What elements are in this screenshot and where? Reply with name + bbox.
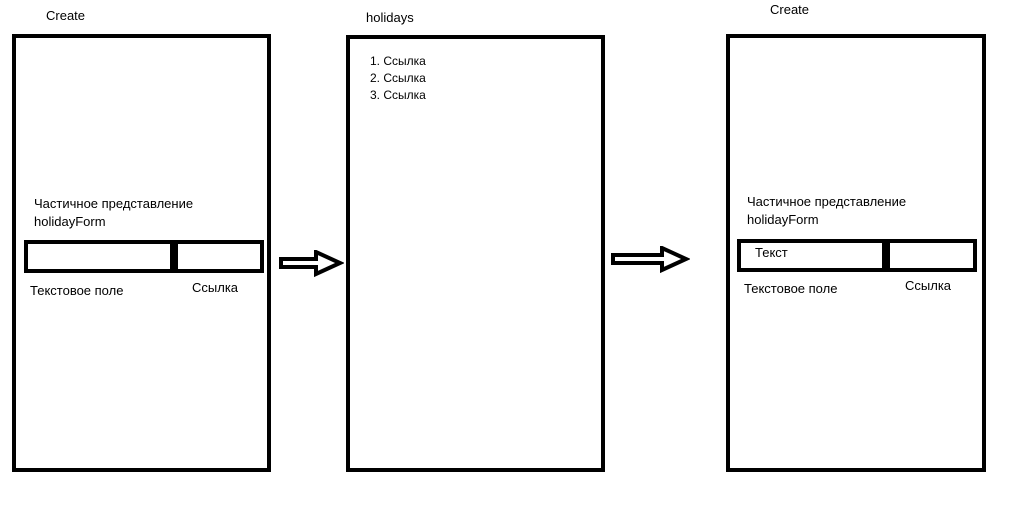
screen1-link-label[interactable]: Ссылка xyxy=(192,280,239,295)
screen1-partial-view-title: Частичное представление xyxy=(34,196,194,211)
screen3-partial-view-title: Частичное представление xyxy=(747,194,907,209)
screen1-partial-view-name: holidayForm xyxy=(34,214,106,229)
screen3-text-field-value: Текст xyxy=(755,245,788,260)
right-arrow-icon xyxy=(278,250,344,278)
screen3-field-divider xyxy=(882,239,889,272)
screen1-text-field[interactable] xyxy=(24,240,174,273)
screen3-text-field[interactable]: Текст xyxy=(737,239,889,272)
screen2-title: holidays xyxy=(366,10,414,25)
screen3-link-box[interactable] xyxy=(886,239,977,272)
screen1-text-field-label: Текстовое поле xyxy=(30,283,124,298)
holiday-link-2[interactable]: 2. Ссылка xyxy=(370,71,426,85)
screen3-text-field-label: Текстовое поле xyxy=(744,281,838,296)
screen3-title: Create xyxy=(770,2,810,17)
screen1-link-box[interactable] xyxy=(174,240,264,273)
screen3-link-label[interactable]: Ссылка xyxy=(905,278,952,293)
screen2-frame xyxy=(346,35,605,472)
holiday-link-1[interactable]: 1. Ссылка xyxy=(370,54,426,68)
screen3-partial-view-name: holidayForm xyxy=(747,212,819,227)
holiday-link-list: 1. Ссылка 2. Ссылка 3. Ссылка xyxy=(370,53,426,104)
screen1-title: Create xyxy=(46,8,86,23)
holiday-link-3[interactable]: 3. Ссылка xyxy=(370,88,426,102)
right-arrow-icon xyxy=(610,246,690,274)
